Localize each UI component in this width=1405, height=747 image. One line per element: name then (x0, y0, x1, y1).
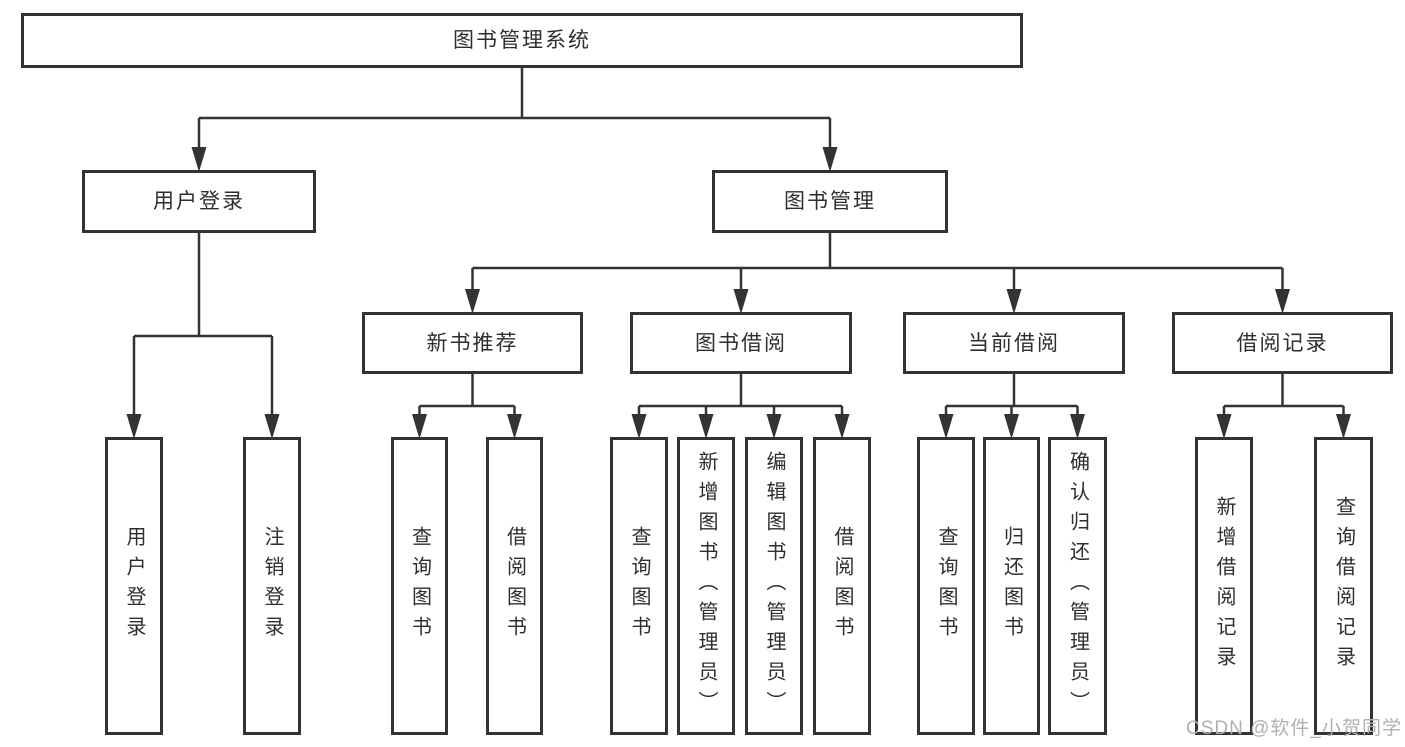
node-user-login-branch-label: 用户登录 (153, 190, 245, 213)
leaf-borrow-books-2-label: 借阅图书 (831, 526, 853, 646)
leaf-logout: 注销登录 (243, 437, 301, 735)
node-root-system-label: 图书管理系统 (453, 29, 591, 52)
leaf-query-books-2-label: 查询图书 (628, 526, 650, 646)
leaf-user-login: 用户登录 (105, 437, 163, 735)
node-book-management-branch-label: 图书管理 (784, 190, 876, 213)
leaf-edit-books-admin-label: 编辑图书（管理员） (763, 451, 785, 721)
node-borrow-records: 借阅记录 (1172, 312, 1393, 374)
leaf-query-books-3-label: 查询图书 (935, 526, 957, 646)
leaf-query-books-1-label: 查询图书 (408, 526, 431, 646)
leaf-add-borrow-record-label: 新增借阅记录 (1213, 496, 1235, 676)
node-current-borrow-label: 当前借阅 (968, 331, 1060, 355)
node-book-management-branch: 图书管理 (712, 170, 948, 233)
node-new-book-recommend: 新书推荐 (362, 312, 583, 374)
node-user-login-branch: 用户登录 (82, 170, 316, 233)
leaf-query-borrow-record-label: 查询借阅记录 (1332, 496, 1355, 676)
node-current-borrow: 当前借阅 (903, 312, 1125, 374)
leaf-query-books-2: 查询图书 (610, 437, 668, 735)
leaf-user-login-label: 用户登录 (123, 526, 145, 646)
leaf-borrow-books-2: 借阅图书 (813, 437, 871, 735)
leaf-borrow-books-1-label: 借阅图书 (503, 526, 526, 646)
leaf-query-borrow-record: 查询借阅记录 (1314, 437, 1373, 735)
leaf-add-books-admin-label: 新增图书（管理员） (695, 451, 717, 721)
node-borrow-records-label: 借阅记录 (1236, 331, 1329, 355)
node-root-system: 图书管理系统 (21, 13, 1023, 68)
leaf-edit-books-admin: 编辑图书（管理员） (745, 437, 803, 735)
node-new-book-recommend-label: 新书推荐 (426, 331, 519, 355)
leaf-add-books-admin: 新增图书（管理员） (677, 437, 735, 735)
leaf-borrow-books-1: 借阅图书 (486, 437, 543, 735)
leaf-add-borrow-record: 新增借阅记录 (1195, 437, 1253, 735)
arrowheads (126, 147, 1351, 439)
leaf-return-books: 归还图书 (983, 437, 1040, 735)
node-book-borrow-label: 图书借阅 (695, 331, 787, 355)
node-book-borrow: 图书借阅 (630, 312, 852, 374)
csdn-watermark: CSDN @软件_小贺同学 (1186, 718, 1402, 739)
leaf-confirm-return-admin-label: 确认归还（管理员） (1066, 451, 1089, 721)
leaf-confirm-return-admin: 确认归还（管理员） (1048, 437, 1107, 735)
leaf-query-books-1: 查询图书 (391, 437, 448, 735)
leaf-return-books-label: 归还图书 (1000, 526, 1023, 646)
leaf-logout-label: 注销登录 (261, 526, 283, 646)
leaf-query-books-3: 查询图书 (917, 437, 975, 735)
